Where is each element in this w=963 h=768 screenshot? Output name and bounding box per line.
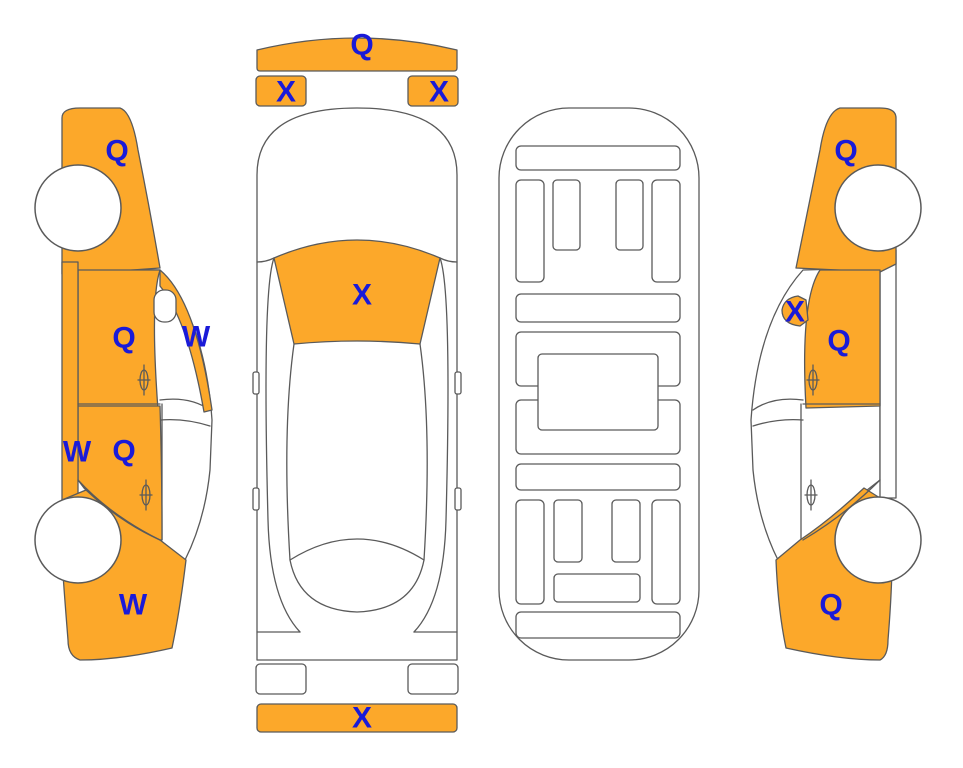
left-handle-top <box>252 487 260 511</box>
under-slot-4 <box>615 179 644 251</box>
code-right-front-door: Q <box>827 325 850 358</box>
right-mirror-panel[interactable] <box>781 295 809 327</box>
left-mirror-top <box>252 371 260 395</box>
a-pillar-left <box>265 257 301 633</box>
code-front-left-light: X <box>276 76 296 109</box>
under-slot-9 <box>515 463 681 491</box>
rear-left-light <box>255 663 307 695</box>
cabin-outline <box>286 343 428 561</box>
right-handle-top <box>454 487 462 511</box>
under-slot-2 <box>515 179 545 283</box>
under-slot-14 <box>553 573 641 603</box>
code-left-rear-door: Q <box>112 435 135 468</box>
rear-bumper-panel[interactable] <box>256 703 458 733</box>
under-slot-15 <box>515 611 681 639</box>
under-slot-10 <box>515 499 545 605</box>
rear-window-line <box>289 538 425 613</box>
under-slot-12 <box>611 499 641 563</box>
code-left-rocker: W <box>63 436 92 469</box>
a-pillar-right <box>413 257 449 633</box>
front-left-light-panel[interactable] <box>255 75 307 107</box>
top-view: Q X X X X <box>252 29 462 735</box>
code-left-rear-quarter: W <box>119 589 148 622</box>
right-front-door-panel[interactable] <box>803 269 881 409</box>
code-left-front-fender: Q <box>105 135 128 168</box>
under-slot-5 <box>651 179 681 283</box>
right-mirror-top <box>454 371 462 395</box>
code-right-front-fender: Q <box>834 135 857 168</box>
right-window-lines <box>752 398 804 541</box>
right-door-seam <box>802 403 881 541</box>
under-center-panel <box>537 353 659 431</box>
under-slot-11 <box>553 499 583 563</box>
front-bumper-panel[interactable] <box>256 37 458 72</box>
code-right-mirror: X <box>785 296 805 329</box>
code-rear-bumper: X <box>352 702 372 735</box>
right-door-handle-1-ring <box>808 369 818 391</box>
left-door-handle-2-ring <box>141 484 151 506</box>
left-door-handle-1-ring <box>139 369 149 391</box>
fender-line-left <box>256 257 301 633</box>
rear-right-light <box>407 663 459 695</box>
code-left-front-door: Q <box>112 322 135 355</box>
code-left-a-pillar: W <box>182 321 211 354</box>
under-slot-6 <box>515 293 681 323</box>
left-side-view: Q Q W Q W W <box>34 107 213 661</box>
under-slot-3 <box>552 179 581 251</box>
code-front-bumper: Q <box>350 29 373 62</box>
right-door-handle-2-ring <box>806 484 816 506</box>
left-rear-wheel <box>34 496 122 584</box>
right-rear-wheel <box>834 496 922 584</box>
code-hood: X <box>352 279 372 312</box>
left-front-wheel <box>34 164 122 252</box>
under-slot-13 <box>651 499 681 605</box>
right-rear-strip <box>879 249 897 499</box>
underbody-view <box>498 107 700 661</box>
car-body-top <box>256 107 458 661</box>
left-mirror-side <box>153 289 177 323</box>
under-slot-1 <box>515 145 681 171</box>
fender-line-right <box>413 257 458 633</box>
right-front-wheel <box>834 164 922 252</box>
code-right-rear-quarter: Q <box>819 589 842 622</box>
code-front-right-light: X <box>429 76 449 109</box>
front-right-light-panel[interactable] <box>407 75 459 107</box>
left-door-seam <box>77 403 161 541</box>
right-side-view: Q X Q Q <box>750 107 922 661</box>
